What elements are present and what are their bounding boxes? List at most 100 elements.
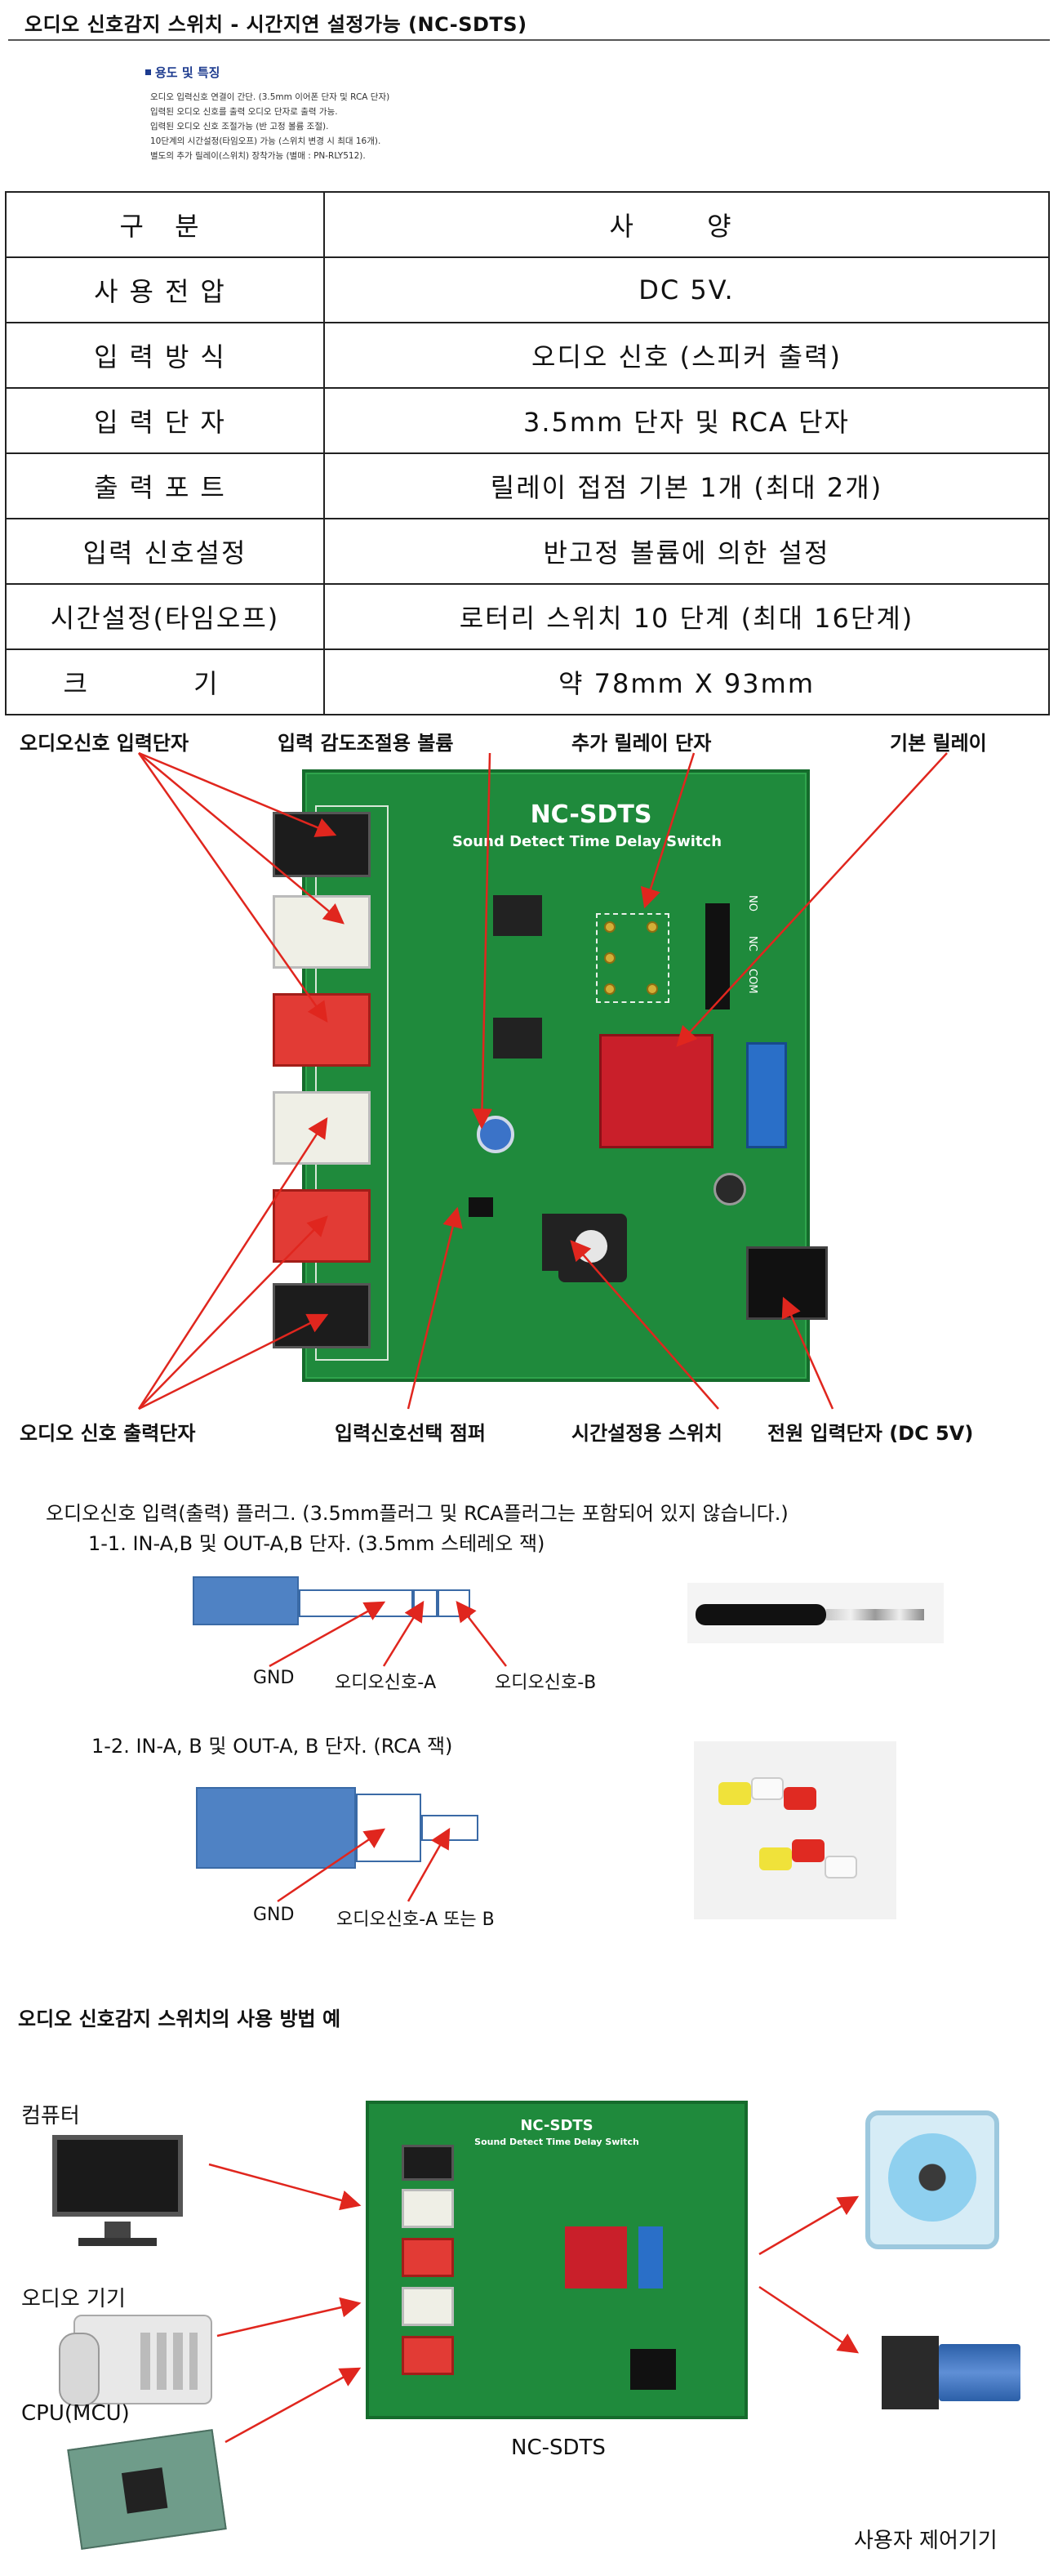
source-cpu-label: CPU(MCU) bbox=[21, 2401, 130, 2426]
stereo-plug-metal bbox=[826, 1609, 924, 1620]
spec-label: 출력포트 bbox=[5, 452, 325, 519]
rca-jack-red-in bbox=[273, 993, 371, 1067]
board-model-text: NC-SDTS bbox=[530, 800, 652, 829]
telephone-device-icon bbox=[59, 2315, 212, 2406]
relay-pad bbox=[647, 983, 658, 995]
rca-jack-white-in bbox=[402, 2189, 454, 2228]
base-relay bbox=[599, 1034, 713, 1148]
stereo-signal-b-label: 오디오신호-B bbox=[495, 1673, 597, 1693]
callout-audio-input: 오디오신호 입력단자 bbox=[20, 732, 189, 755]
stereo-plug-ring bbox=[413, 1589, 438, 1617]
usage-board-model: NC-SDTS bbox=[520, 2117, 593, 2134]
table-row: 입력 신호설정 반고정 볼륨에 의한 설정 bbox=[5, 518, 1050, 585]
dc-power-jack bbox=[746, 1246, 828, 1320]
features-list: 오디오 입력신호 연결이 간단. (3.5mm 이어폰 단자 및 RCA 단자)… bbox=[150, 90, 389, 163]
feature-item: 10단계의 시간설정(타임오프) 가능 (스위치 변경 시 최대 16개). bbox=[150, 136, 381, 146]
callout-input-jumper: 입력신호선택 점퍼 bbox=[335, 1422, 486, 1445]
board-subtitle-text: Sound Detect Time Delay Switch bbox=[451, 833, 722, 850]
feature-item: 입력된 오디오 신호를 출력 오디오 단자로 출력 가능. bbox=[150, 107, 338, 117]
spec-value: 반고정 볼륨에 의한 설정 bbox=[323, 518, 1050, 585]
table-row: 출력포트 릴레이 접점 기본 1개 (최대 2개) bbox=[5, 452, 1050, 519]
spec-label: 입력 신호설정 bbox=[5, 518, 325, 585]
rca-cable-photo bbox=[694, 1741, 896, 1919]
rca-plug-body bbox=[196, 1787, 356, 1869]
spec-label: 사용전압 bbox=[5, 256, 325, 323]
fan-blades-icon bbox=[888, 2133, 976, 2222]
dc-power-jack bbox=[630, 2349, 676, 2390]
table-row: 시간설정(타임오프) 로터리 스위치 10 단계 (최대 16단계) bbox=[5, 583, 1050, 650]
callout-power-input: 전원 입력단자 (DC 5V) bbox=[767, 1422, 974, 1445]
rca-plug-red bbox=[792, 1839, 825, 1862]
table-row: 사용전압 DC 5V. bbox=[5, 256, 1050, 323]
stereo-jack-in bbox=[402, 2145, 454, 2181]
rca-plug-yellow bbox=[718, 1782, 751, 1805]
spec-label: 시간설정(타임오프) bbox=[5, 583, 325, 650]
spec-label: 입력단자 bbox=[5, 387, 325, 454]
table-row: 입력방식 오디오 신호 (스피커 출력) bbox=[5, 322, 1050, 389]
extra-relay-footprint bbox=[596, 913, 669, 1003]
stereo-signal-a-label: 오디오신호-A bbox=[335, 1673, 437, 1693]
capacitor bbox=[713, 1173, 746, 1206]
rca-plug-shield bbox=[356, 1794, 421, 1862]
rca-plug-pin bbox=[421, 1815, 478, 1841]
transistor-component bbox=[493, 895, 542, 936]
rca-signal-label: 오디오신호-A 또는 B bbox=[336, 1910, 495, 1930]
spec-value: 오디오 신호 (스피커 출력) bbox=[323, 322, 1050, 389]
extra-relay-header bbox=[705, 903, 730, 1009]
table-header-label: 구 분 bbox=[5, 191, 325, 258]
relay-pad bbox=[647, 921, 658, 933]
callout-base-relay: 기본 릴레이 bbox=[890, 732, 987, 755]
motor-body-icon bbox=[939, 2344, 1020, 2401]
feature-item: 오디오 입력신호 연결이 간단. (3.5mm 이어폰 단자 및 RCA 단자) bbox=[150, 92, 390, 102]
terminal-label: COM bbox=[746, 969, 758, 994]
board-photo: NC-SDTS Sound Detect Time Delay Switch N… bbox=[273, 769, 828, 1382]
usage-target-label: 사용자 제어기기 bbox=[854, 2529, 998, 2553]
rotary-dial bbox=[575, 1230, 607, 1263]
rca-plug-title: 1-2. IN-A, B 및 OUT-A, B 단자. (RCA 잭) bbox=[91, 1735, 453, 1758]
motor-gearbox-icon bbox=[882, 2336, 939, 2409]
sensitivity-volume-knob bbox=[477, 1116, 514, 1153]
monitor-base-icon bbox=[78, 2238, 157, 2246]
relay-pad bbox=[604, 921, 616, 933]
computer-monitor-icon bbox=[52, 2135, 183, 2217]
callout-sensitivity-volume: 입력 감도조절용 볼륨 bbox=[278, 732, 454, 755]
stereo-plug-tip bbox=[438, 1589, 470, 1617]
stereo-plug-title: 1-1. IN-A,B 및 OUT-A,B 단자. (3.5mm 스테레오 잭) bbox=[88, 1532, 545, 1555]
terminal-label: NC bbox=[746, 936, 758, 952]
stereo-plug-sleeve bbox=[299, 1589, 413, 1617]
rca-jack-red-out bbox=[273, 1189, 371, 1263]
spec-value: 3.5mm 단자 및 RCA 단자 bbox=[323, 387, 1050, 454]
rotary-time-switch bbox=[558, 1214, 627, 1282]
rca-plug-red bbox=[784, 1787, 816, 1810]
callout-audio-output: 오디오 신호 출력단자 bbox=[20, 1422, 196, 1445]
feature-item: 입력된 오디오 신호 조절가능 (반 고정 볼륨 조절). bbox=[150, 122, 329, 131]
stereo-gnd-label: GND bbox=[253, 1668, 295, 1688]
monitor-stand-icon bbox=[104, 2222, 131, 2238]
table-row: 크 기 약 78mm X 93mm bbox=[5, 648, 1050, 715]
mcu-board-icon bbox=[67, 2429, 227, 2550]
usage-board-photo: NC-SDTS Sound Detect Time Delay Switch bbox=[366, 2101, 748, 2419]
table-header-row: 구 분 사 양 bbox=[5, 191, 1050, 258]
stereo-jack-out bbox=[273, 1283, 371, 1348]
header-divider bbox=[8, 39, 1050, 41]
stereo-cable bbox=[696, 1604, 826, 1625]
callout-extra-relay: 추가 릴레이 단자 bbox=[571, 732, 712, 755]
table-row: 입력단자 3.5mm 단자 및 RCA 단자 bbox=[5, 387, 1050, 454]
stereo-jack-in bbox=[273, 812, 371, 877]
rca-jack-white-out bbox=[402, 2287, 454, 2326]
plug-intro: 오디오신호 입력(출력) 플러그. (3.5mm플러그 및 RCA플러그는 포함… bbox=[46, 1502, 789, 1525]
screw-terminal-block bbox=[638, 2226, 663, 2289]
feature-item: 별도의 추가 릴레이(스위치) 장착가능 (별매 : PN-RLY512). bbox=[150, 151, 366, 161]
telephone-keypad-icon bbox=[140, 2333, 198, 2390]
spec-value: 릴레이 접점 기본 1개 (최대 2개) bbox=[323, 452, 1050, 519]
input-select-jumper bbox=[469, 1197, 493, 1217]
mcu-chip-icon bbox=[121, 2467, 168, 2514]
dc-motor-icon bbox=[874, 2328, 1025, 2418]
rca-gnd-label: GND bbox=[253, 1905, 295, 1925]
relay-pad bbox=[604, 983, 616, 995]
usage-board-subtitle: Sound Detect Time Delay Switch bbox=[474, 2137, 639, 2147]
usage-device-label: NC-SDTS bbox=[511, 2436, 606, 2460]
spec-label: 입력방식 bbox=[5, 322, 325, 389]
spec-value: 로터리 스위치 10 단계 (최대 16단계) bbox=[323, 583, 1050, 650]
terminal-label: NO bbox=[746, 895, 758, 911]
